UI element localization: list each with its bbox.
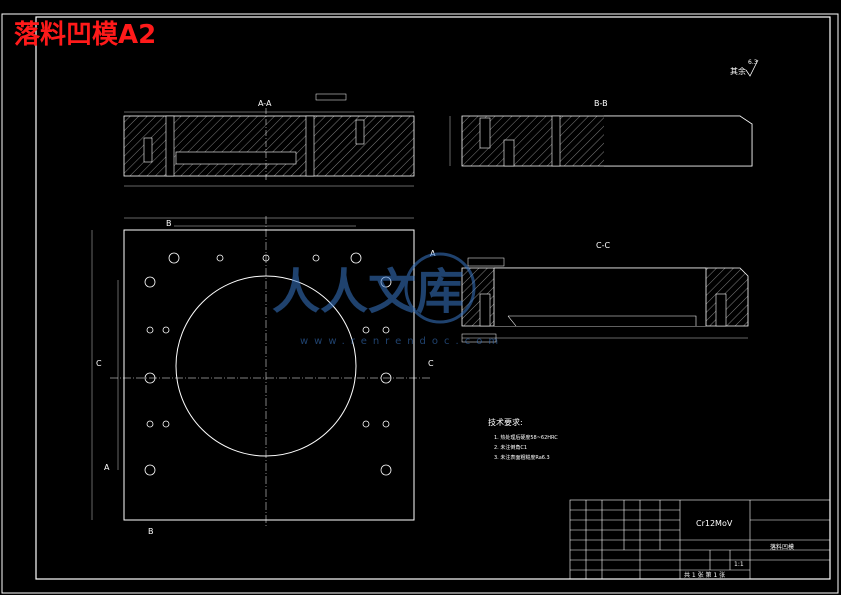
- pin-hole-left-4: [162, 420, 170, 428]
- pin-hole-top-1: [216, 254, 224, 262]
- section-a-a-view: A-A: [123, 93, 415, 187]
- section-c-c-view: C-C: [461, 241, 749, 343]
- title-block-material: Cr12MoV: [696, 519, 733, 528]
- tech-requirement-2: 2. 未注倒角C1: [494, 444, 527, 451]
- section-a-a-hole-1: [165, 115, 175, 177]
- pin-hole-left-1: [146, 326, 154, 334]
- section-c-c-tolerance-frame-1: [467, 257, 505, 267]
- hole-top-left: [168, 252, 180, 264]
- section-c-c-hole-1: [479, 293, 491, 327]
- title-block-designation: 落料凹模: [770, 543, 794, 551]
- roughness-symbol-icon: [745, 59, 759, 77]
- pin-hole-right-1: [362, 326, 370, 334]
- plan-holes: [144, 252, 392, 476]
- sheet-outer-border: [1, 13, 839, 594]
- section-c-c-label: C-C: [596, 241, 610, 250]
- roughness-label: 其余: [730, 66, 746, 76]
- section-b-b-view: B-B: [449, 99, 753, 167]
- hole-right-upper: [380, 276, 392, 288]
- section-c-c-unhatched: [494, 268, 706, 326]
- section-c-c-hole-2: [715, 293, 727, 327]
- hole-bottom-left: [144, 464, 156, 476]
- cut-label-a-left: A: [104, 463, 110, 472]
- section-c-c-tolerance-frame-2: [461, 333, 497, 343]
- section-a-a-cavity: [175, 151, 297, 165]
- pin-hole-right-2: [382, 326, 390, 334]
- title-block-sheet-info: 共 1 张 第 1 张: [684, 571, 725, 579]
- pin-hole-top-3: [312, 254, 320, 262]
- cut-label-c-left: C: [96, 359, 102, 368]
- cut-label-b-top: B: [166, 219, 172, 228]
- hole-left-mid: [144, 372, 156, 384]
- section-c-c-inner-lines: [493, 267, 707, 326]
- tech-requirements-heading: 技术要求:: [488, 417, 523, 427]
- pin-hole-top-2: [262, 254, 270, 262]
- section-b-b-label: B-B: [594, 99, 608, 108]
- section-a-a-screw-1: [143, 137, 153, 163]
- watermark-logo-icon: [404, 252, 476, 324]
- section-b-b-outline: [604, 115, 753, 167]
- pin-hole-right-3: [362, 420, 370, 428]
- section-c-c-relief: [507, 315, 697, 327]
- watermark-url: www.renrendoc.com: [300, 336, 504, 347]
- section-a-a-hole-2: [305, 115, 315, 177]
- title-block: [569, 499, 831, 580]
- tech-requirement-3: 3. 未注表面粗糙度Ra6.3: [494, 454, 550, 461]
- hole-bottom-right: [380, 464, 392, 476]
- cut-label-b-bottom: B: [148, 527, 154, 536]
- section-a-a-label: A-A: [258, 99, 272, 108]
- plan-outline: [123, 229, 415, 521]
- title-block-frame: [569, 499, 831, 580]
- cut-label-c-right: C: [428, 359, 434, 368]
- hole-top-right: [350, 252, 362, 264]
- watermark: 人人文库 www.renrendoc.com: [272, 252, 504, 347]
- sheet-inner-frame: [35, 16, 831, 580]
- section-b-b-hole-1: [479, 117, 491, 149]
- section-a-a-screw-2: [355, 119, 365, 145]
- hole-right-mid: [380, 372, 392, 384]
- pin-hole-right-4: [382, 420, 390, 428]
- tech-requirements: 技术要求: 1. 热处理后硬度58~62HRC 2. 未注倒角C1 3. 未注表…: [488, 417, 558, 461]
- section-a-a-tolerance-frame: [315, 93, 347, 101]
- pin-hole-left-3: [146, 420, 154, 428]
- drawing-title: 落料凹模A2: [14, 20, 156, 50]
- watermark-text: 人人文库: [272, 264, 464, 320]
- hole-left-upper: [144, 276, 156, 288]
- tech-requirement-1: 1. 热处理后硬度58~62HRC: [494, 434, 558, 441]
- section-b-b-unhatched: [604, 116, 752, 166]
- roughness-value: 6.3: [748, 59, 758, 66]
- title-block-scale: 1:1: [734, 561, 744, 568]
- section-b-b-hole-3: [551, 115, 561, 167]
- section-b-b-hole-2: [503, 139, 515, 167]
- pin-hole-left-2: [162, 326, 170, 334]
- roughness-note: 其余 6.3: [730, 59, 759, 77]
